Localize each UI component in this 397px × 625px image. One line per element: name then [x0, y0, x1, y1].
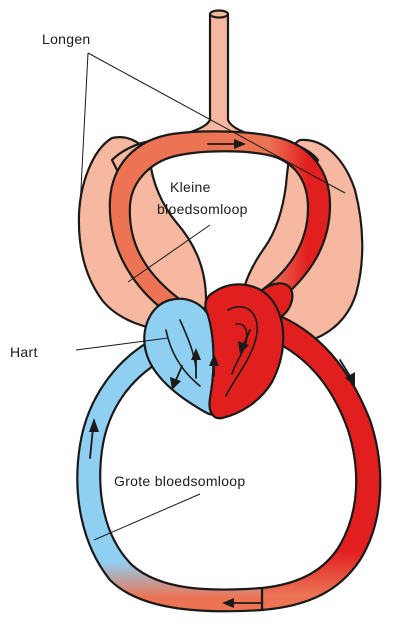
- heart: [144, 284, 283, 418]
- label-heart: Hart: [10, 344, 38, 360]
- label-lungs: Longen: [42, 31, 91, 47]
- label-small-circulation-1: Kleine: [170, 179, 211, 195]
- label-small-circulation-2: bloedsomloop: [157, 201, 248, 217]
- heart-left-side: [205, 284, 283, 418]
- trachea-opening: [210, 11, 228, 18]
- label-large-circulation: Grote bloedsomloop: [114, 473, 245, 489]
- leader-large-circulation: [94, 494, 200, 540]
